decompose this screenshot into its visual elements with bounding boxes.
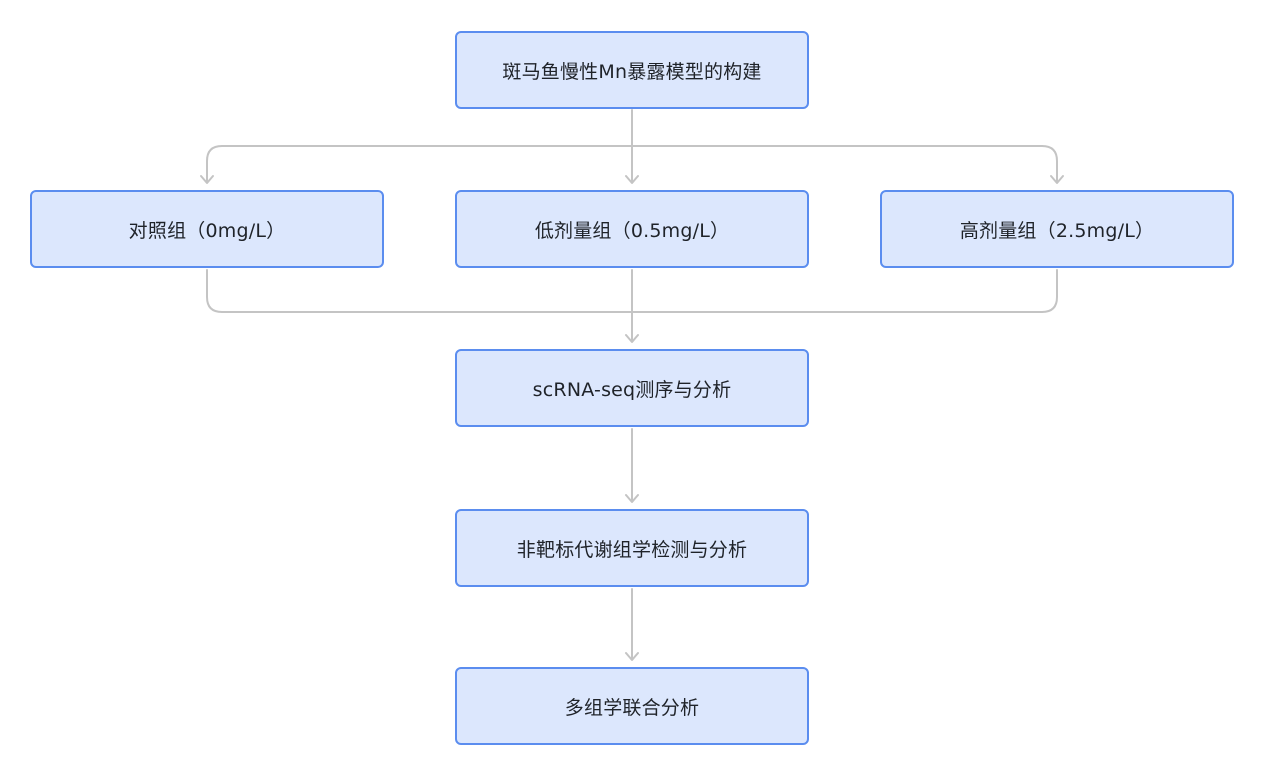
- arrowhead-scrna: [625, 334, 639, 343]
- connector-branch-right: [631, 145, 1058, 183]
- arrowhead-low-dose: [625, 175, 639, 184]
- arrowhead-high-dose: [1050, 175, 1064, 184]
- connector-merge-left: [206, 269, 633, 313]
- node-high-dose-group-label: 高剂量组（2.5mg/L）: [959, 219, 1155, 242]
- node-control-group: 对照组（0mg/L）: [30, 190, 384, 268]
- node-multiomics-label: 多组学联合分析: [564, 696, 700, 719]
- node-control-group-label: 对照组（0mg/L）: [128, 219, 286, 242]
- node-scrna-seq: scRNA-seq测序与分析: [455, 349, 809, 427]
- connector-branch-left: [206, 145, 633, 183]
- connector-merge-right: [631, 269, 1058, 313]
- node-scrna-seq-label: scRNA-seq测序与分析: [532, 378, 732, 401]
- node-model-construction: 斑马鱼慢性Mn暴露模型的构建: [455, 31, 809, 109]
- node-model-construction-label: 斑马鱼慢性Mn暴露模型的构建: [502, 60, 762, 83]
- node-metabolomics-label: 非靶标代谢组学检测与分析: [516, 538, 748, 561]
- node-low-dose-group-label: 低剂量组（0.5mg/L）: [534, 219, 730, 242]
- arrowhead-control: [200, 175, 214, 184]
- node-metabolomics: 非靶标代谢组学检测与分析: [455, 509, 809, 587]
- arrowhead-multiomics: [625, 652, 639, 661]
- node-high-dose-group: 高剂量组（2.5mg/L）: [880, 190, 1234, 268]
- node-low-dose-group: 低剂量组（0.5mg/L）: [455, 190, 809, 268]
- node-multiomics: 多组学联合分析: [455, 667, 809, 745]
- arrowhead-metabolomics: [625, 494, 639, 503]
